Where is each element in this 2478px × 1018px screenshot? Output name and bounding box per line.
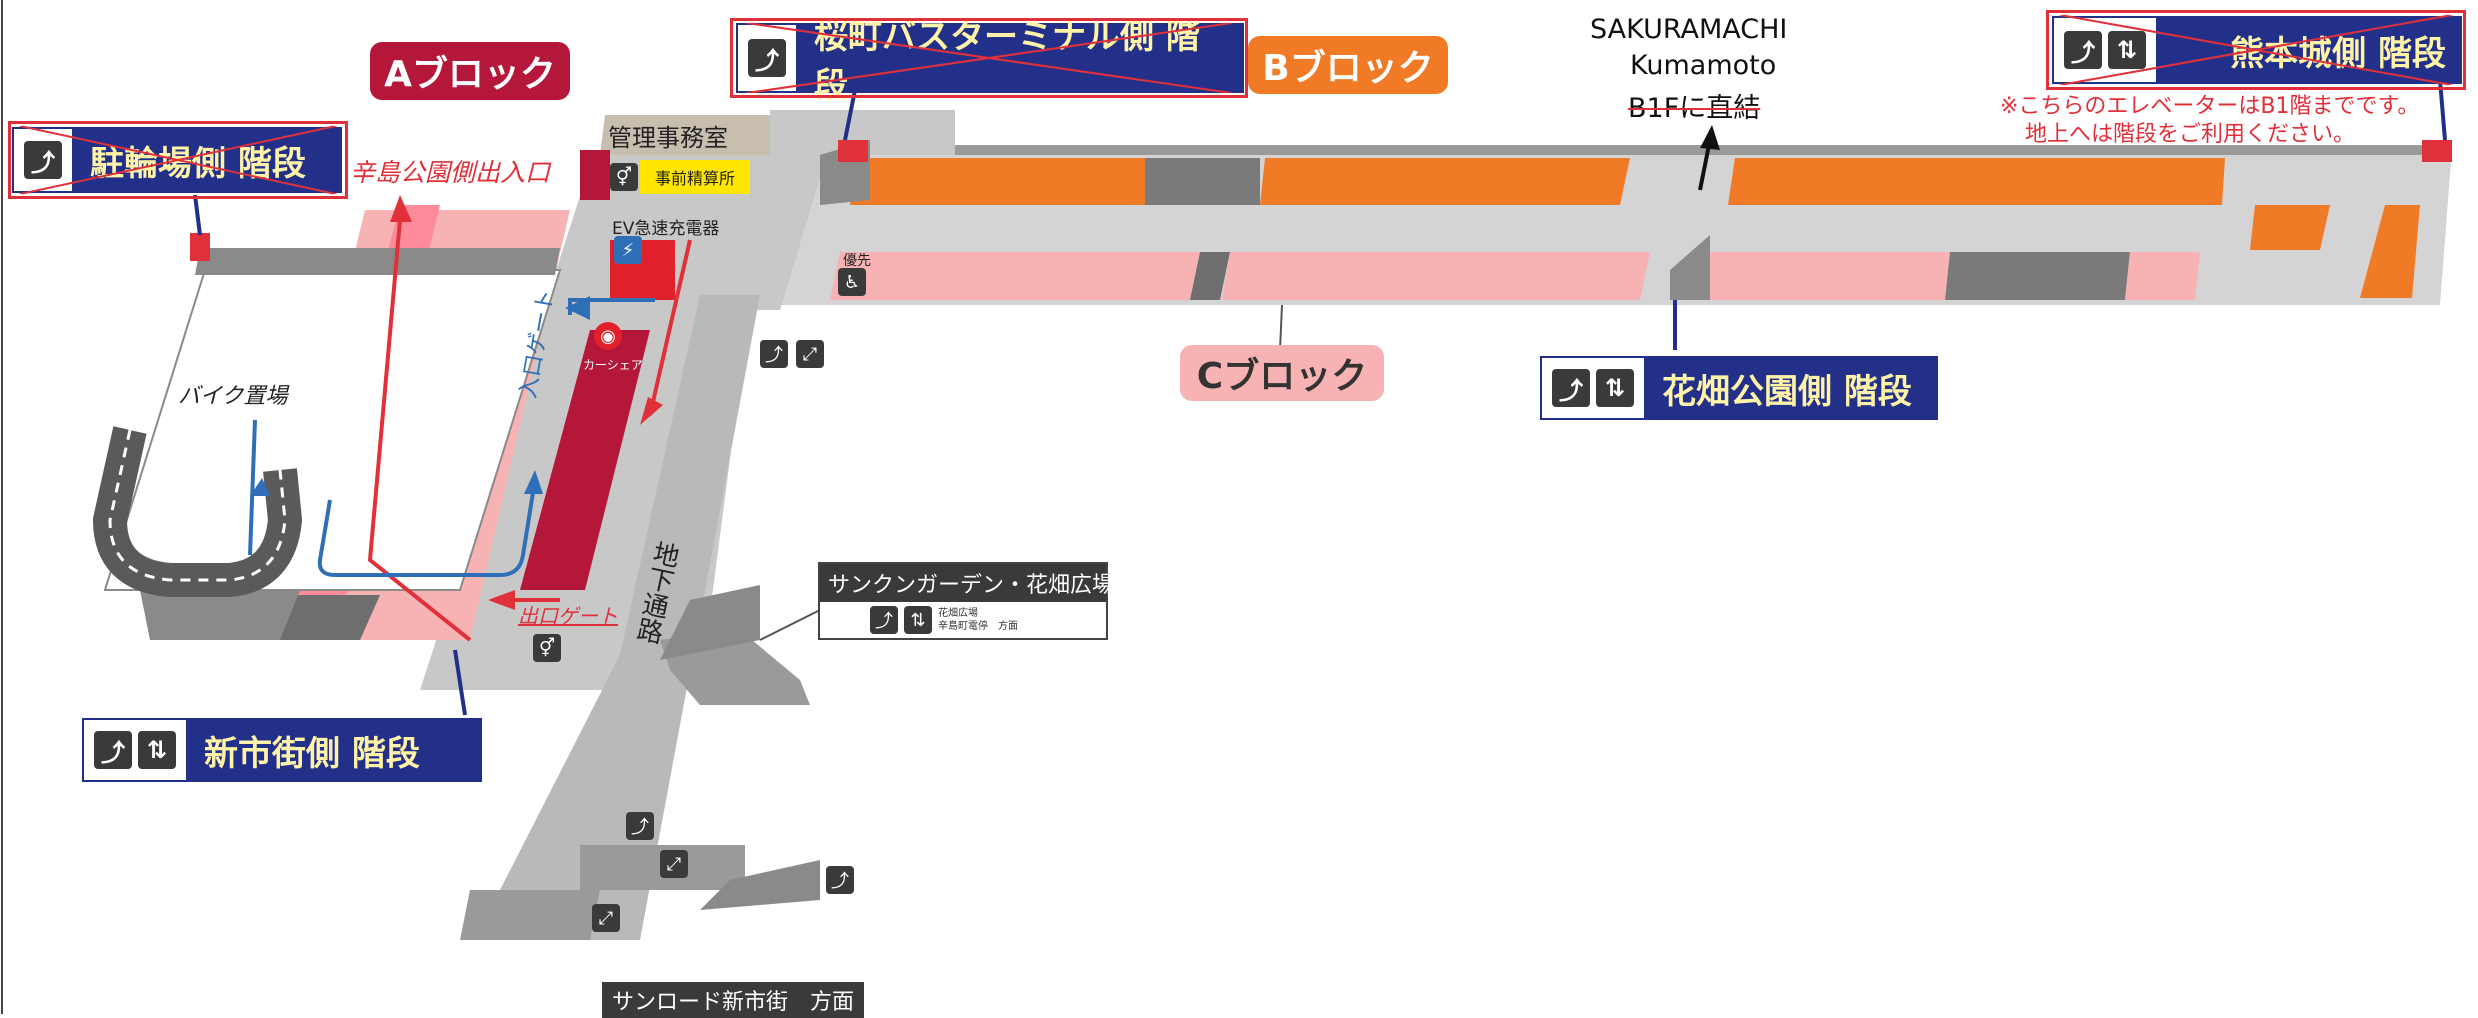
stairs-icon: ⤴ [626,812,654,840]
stairs-icon: ⤴ [94,731,132,769]
elevator-note-2: 地上へは階段をご利用ください。 [2025,122,2356,147]
shinshigai-stairs-sign: ⤴⇅ 新市街側 階段 [82,718,482,782]
restroom-icon: ⚥ [533,634,561,662]
escalator-icon: ⤢ [592,904,620,932]
priority-label: 優先 [843,253,871,269]
sunroad-label: サンロード新市街 方面 [602,982,865,1018]
sakuramachi-line3: B1Fに直結 [1628,93,1761,124]
stairs-icon: ⤴ [870,606,898,634]
sakuramachi-line2: Kumamoto [1630,50,1777,81]
stairs-icon: ⤴ [1552,369,1590,407]
block-a-label: Aブロック [370,42,570,100]
ev-charger-icon: ⚡ [614,236,642,264]
bike-parking-label: バイク置場 [178,384,288,409]
wheelchair-icon: ♿ [838,268,866,296]
block-c-label: Cブロック [1180,345,1384,401]
hanabata-stairs-sign: ⤴⇅ 花畑公園側 階段 [1540,356,1938,420]
elevator-icon: ⇅ [2108,31,2146,69]
elevator-icon: ⇅ [138,731,176,769]
castle-stairs-sign: ⤴⇅ 熊本城側 階段 [2052,16,2462,84]
restroom-icon: ⚥ [610,163,638,191]
stairs-icon: ⤴ [748,39,786,77]
elevator-icon: ⇅ [904,606,932,634]
escalator-icon: ⤢ [660,850,688,878]
sunken-sub-1: 花畑広場 [938,608,978,619]
stairs-icon: ⤴ [760,340,788,368]
sunken-sub-2: 辛島町電停 方面 [938,621,1018,632]
block-a-strip [520,330,650,590]
car-share-icon: ◉ [594,322,622,350]
stairs-icon: ⤴ [826,866,854,894]
bus-terminal-stairs-sign: ⤴ 桜町バスターミナル側 階段 [736,17,1244,106]
stairs-icon: ⤴ [2064,31,2102,69]
elevator-note-1: ※こちらのエレベーターはB1階までです。 [2000,94,2420,119]
bicycle-stairs-sign: ⤴ 駐輪場側 階段 [12,127,342,193]
block-b-label: Bブロック [1248,36,1448,94]
block-b-row [850,158,1145,205]
office-label: 管理事務室 [608,124,728,152]
ev-charger-label: EV急速充電器 [612,219,720,239]
stairs-icon: ⤴ [24,141,62,179]
exit-gate-label: 出口ゲート [518,604,618,628]
sunken-garden-title: サンクンガーデン・花畑広場 [820,564,1114,602]
sakuramachi-line1: SAKURAMACHI [1590,14,1788,45]
escalator-icon: ⤢ [796,340,824,368]
prepay-label: 事前精算所 [640,160,750,194]
car-share-label: カーシェア [583,358,643,372]
elevator-icon: ⇅ [1596,369,1634,407]
karashima-entrance-label: 辛島公園側出入口 [350,158,551,187]
sunken-garden-box: サンクンガーデン・花畑広場 ⤴ ⇅ 花畑広場 辛島町電停 方面 [818,562,1114,640]
block-c-row [830,252,1200,300]
